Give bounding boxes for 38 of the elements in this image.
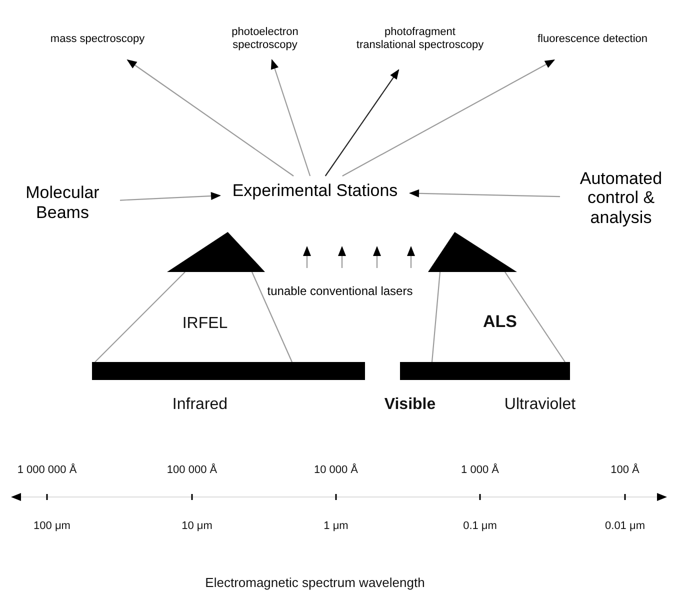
- spectrum-region-label: Infrared: [172, 396, 228, 414]
- tick-label: 0.01 μm: [605, 520, 645, 532]
- spectrum-bar: [92, 362, 365, 380]
- source-label: IRFEL: [182, 315, 228, 333]
- station-title: Experimental Stations: [232, 181, 398, 201]
- spectrum-bar: [400, 362, 570, 380]
- arrow: [409, 189, 560, 198]
- tick-label: 10 μm: [182, 520, 212, 532]
- node-label: mass spectroscopy: [50, 32, 145, 46]
- node-label: fluorescence detection: [537, 32, 648, 46]
- source-label: ALS: [483, 312, 517, 332]
- node-label: Automated control & analysis: [578, 168, 664, 228]
- source-triangle: [428, 232, 517, 272]
- tick-label: 10 000 Å: [314, 464, 358, 476]
- tick-label: 100 μm: [34, 520, 70, 532]
- node-label: photofragment translational spectroscopy: [355, 26, 485, 52]
- arrow: [120, 192, 221, 201]
- node-label: tunable conventional lasers: [267, 285, 413, 299]
- arrow: [303, 246, 311, 268]
- arrow: [373, 246, 381, 268]
- tick-label: 1 000 000 Å: [17, 464, 77, 476]
- node-label: photoelectron spectroscopy: [230, 26, 300, 52]
- tick-label: 100 000 Å: [166, 464, 218, 476]
- arrow: [342, 60, 556, 176]
- source-triangle: [167, 232, 265, 272]
- arrow: [270, 59, 311, 176]
- arrow: [407, 246, 415, 268]
- arrow: [324, 69, 400, 176]
- arrow: [126, 59, 294, 176]
- tick-label: 100 Å: [610, 464, 640, 476]
- arrow: [338, 246, 346, 268]
- node-label: Molecular Beams: [24, 183, 100, 223]
- tick-label: 1 000 Å: [461, 464, 499, 476]
- tick-label: 1 μm: [324, 520, 348, 532]
- spectrum-region-label: Ultraviolet: [504, 396, 576, 414]
- caption: Electromagnetic spectrum wavelength: [205, 575, 425, 590]
- tick-label: 0.1 μm: [463, 520, 497, 532]
- spectrum-region-label: Visible: [384, 396, 436, 414]
